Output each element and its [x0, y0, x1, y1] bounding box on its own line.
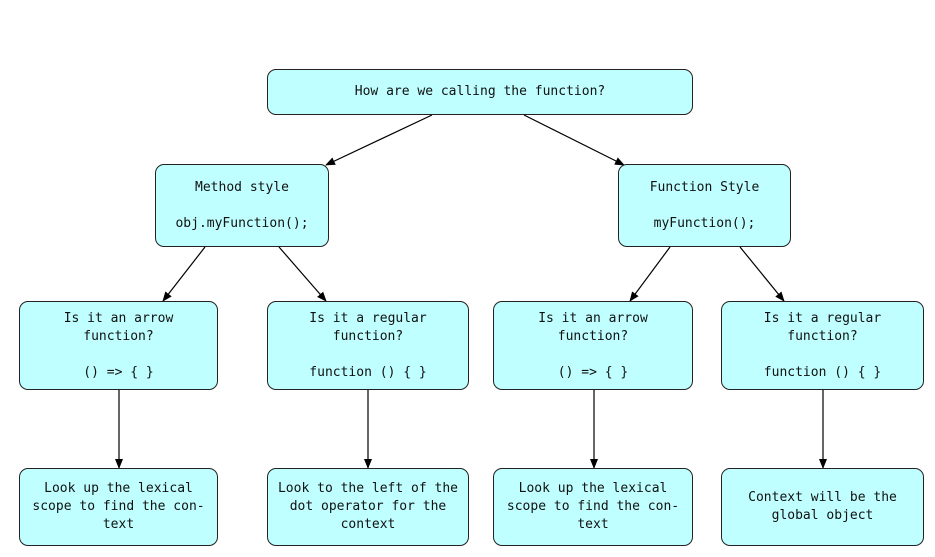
root-question-node: How are we calling the function?	[267, 69, 693, 115]
function-arrow-question-line-2: function?	[557, 328, 629, 344]
function-regular-question-node: Is it a regular function? function () { …	[721, 301, 924, 390]
method-arrow-result-node: Look up the lexical scope to find the co…	[19, 468, 218, 546]
edge-function-style-to-arrow	[629, 246, 671, 302]
edge-function-style-to-regular	[739, 246, 785, 302]
function-regular-result-node: Context will be the global object	[721, 468, 924, 546]
method-regular-result-node: Look to the left of the dot operator for…	[267, 468, 469, 546]
edge-method-style-to-regular	[278, 246, 327, 302]
method-regular-question-line-2: function?	[332, 328, 404, 344]
function-regular-question-code: function () { }	[763, 364, 882, 380]
method-arrow-question-code: () => { }	[83, 364, 154, 380]
method-regular-question-line-1: Is it a regular	[309, 310, 427, 326]
edge-root-to-function-style	[523, 114, 625, 166]
method-arrow-result-line-2: scope to find the con-	[32, 499, 205, 514]
method-style-node: Method style obj.myFunction();	[155, 164, 329, 247]
method-style-title: Method style	[195, 179, 289, 195]
function-arrow-result-line-2: scope to find the con-	[506, 499, 680, 514]
function-arrow-question-code: () => { }	[557, 364, 629, 380]
function-arrow-result-node: Look up the lexical scope to find the co…	[493, 468, 693, 546]
method-regular-question-code: function () { }	[309, 364, 427, 380]
function-style-code: myFunction();	[653, 215, 756, 231]
method-arrow-result-line-1: Look up the lexical	[44, 481, 193, 496]
method-style-code: obj.myFunction();	[175, 215, 309, 231]
function-regular-question-line-2: function?	[787, 328, 858, 344]
edge-root-to-method-style	[325, 114, 433, 166]
function-arrow-result-line-3: text	[577, 517, 609, 532]
method-regular-question-node: Is it a regular function? function () { …	[267, 301, 469, 390]
method-regular-result-line-3: context	[340, 517, 396, 532]
method-arrow-question-line-1: Is it an arrow	[63, 310, 174, 326]
function-arrow-question-line-1: Is it an arrow	[538, 310, 648, 326]
function-regular-question-line-1: Is it a regular	[763, 310, 882, 326]
method-arrow-question-line-2: function?	[83, 328, 154, 344]
root-question-text: How are we calling the function?	[354, 84, 606, 99]
method-regular-result-line-1: Look to the left of the	[277, 481, 458, 496]
function-regular-result-line-2: global object	[771, 508, 874, 523]
method-arrow-question-node: Is it an arrow function? () => { }	[19, 301, 218, 390]
function-style-title: Function Style	[649, 179, 760, 195]
function-arrow-question-node: Is it an arrow function? () => { }	[493, 301, 693, 390]
method-regular-result-line-2: dot operator for the	[289, 499, 447, 514]
function-regular-result-line-1: Context will be the	[748, 490, 897, 505]
method-arrow-result-line-3: text	[102, 517, 135, 532]
edge-method-style-to-arrow	[162, 246, 206, 302]
function-arrow-result-line-1: Look up the lexical	[518, 481, 668, 496]
function-style-node: Function Style myFunction();	[618, 164, 791, 247]
